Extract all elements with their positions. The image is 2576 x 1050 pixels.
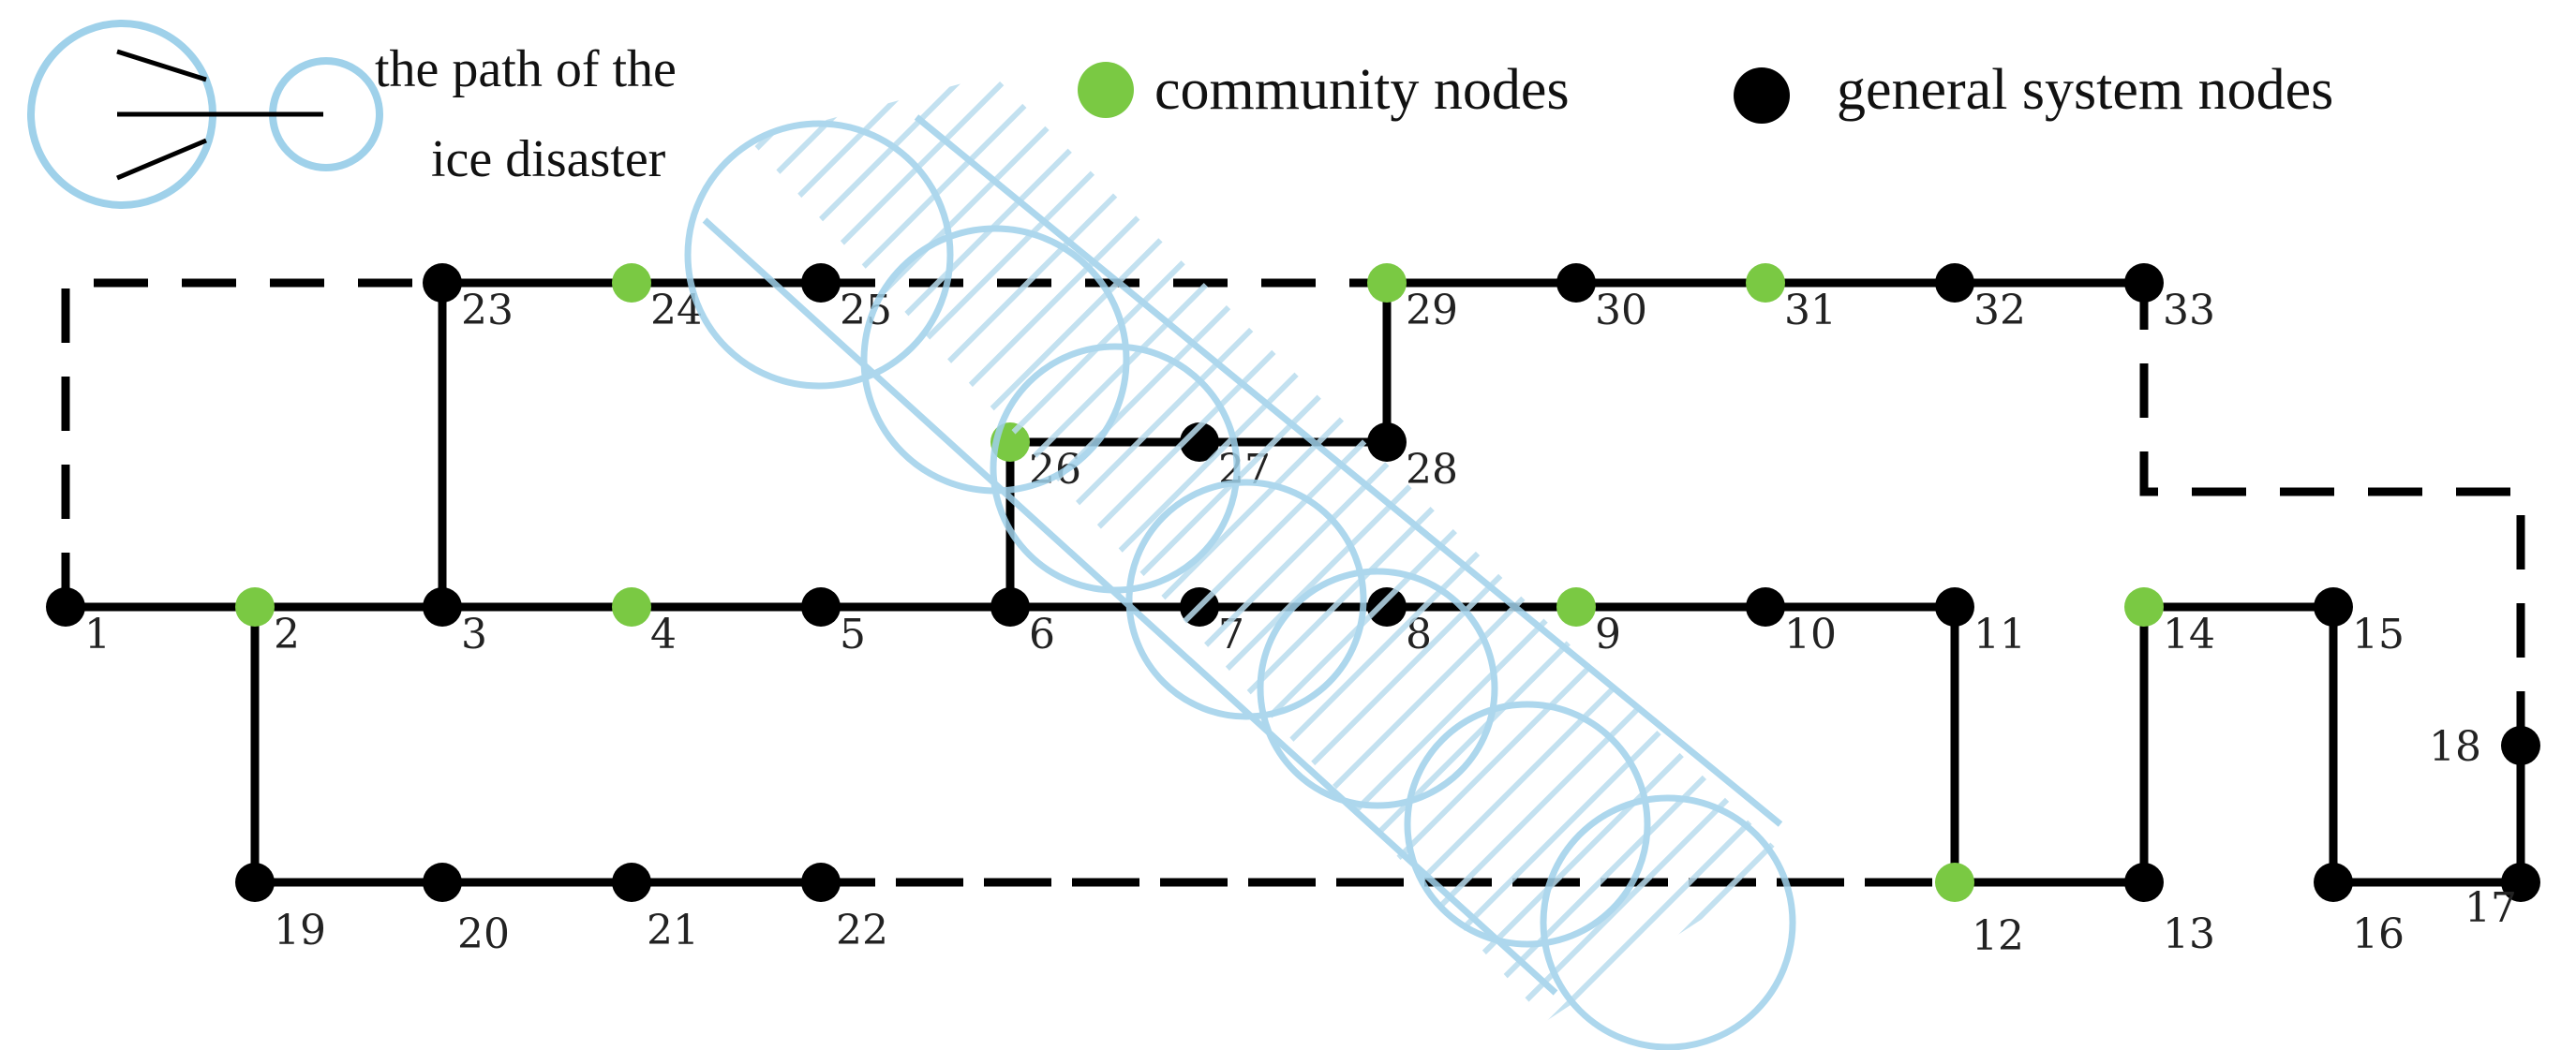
node-2 — [235, 587, 275, 627]
ice-path-legend-line1: the path of the — [375, 40, 677, 98]
general-node-legend-marker — [1734, 67, 1790, 124]
ice-circle — [1540, 794, 1796, 1050]
node-label-18: 18 — [2429, 723, 2481, 771]
node-14 — [2124, 587, 2164, 627]
ice-path-edge-upper — [914, 114, 1783, 827]
node-33 — [2124, 263, 2164, 303]
node-21 — [612, 863, 651, 902]
node-9 — [1556, 587, 1596, 627]
node-label-5: 5 — [840, 611, 866, 658]
community-nodes-legend-label: community nodes — [1154, 58, 1570, 122]
ice-disaster-path — [684, 75, 1796, 1050]
node-25 — [801, 263, 841, 303]
node-11 — [1935, 587, 1974, 627]
node-label-33: 33 — [2163, 287, 2215, 334]
ice-circle — [1404, 701, 1651, 948]
node-23 — [423, 263, 462, 303]
node-label-19: 19 — [274, 907, 326, 954]
ice-circle — [1125, 479, 1367, 720]
node-label-13: 13 — [2163, 910, 2215, 958]
node-label-23: 23 — [461, 287, 514, 334]
node-label-28: 28 — [1406, 446, 1458, 494]
node-1 — [46, 587, 85, 627]
ice-circle — [1257, 568, 1498, 809]
node-label-29: 29 — [1406, 287, 1458, 334]
node-label-3: 3 — [461, 611, 487, 658]
network-nodes: 1234567891011121314151617181920212223242… — [46, 263, 2540, 960]
node-label-1: 1 — [84, 611, 111, 658]
node-10 — [1746, 587, 1785, 627]
node-29 — [1367, 263, 1407, 303]
node-5 — [801, 587, 841, 627]
node-label-12: 12 — [1972, 912, 2024, 960]
node-3 — [423, 587, 462, 627]
ice-path-legend-line2: ice disaster — [431, 130, 666, 188]
node-label-10: 10 — [1784, 611, 1837, 658]
node-31 — [1746, 263, 1785, 303]
node-17 — [2501, 863, 2540, 902]
node-label-11: 11 — [1973, 611, 2026, 658]
node-label-15: 15 — [2352, 611, 2405, 658]
node-13 — [2124, 863, 2164, 902]
node-28 — [1367, 422, 1407, 462]
node-label-22: 22 — [836, 907, 888, 954]
node-12 — [1935, 863, 1974, 902]
node-label-17: 17 — [2464, 884, 2517, 932]
node-label-20: 20 — [457, 910, 510, 958]
ice-path-legend-icon — [27, 20, 383, 209]
node-30 — [1556, 263, 1596, 303]
node-label-21: 21 — [647, 907, 699, 954]
node-label-14: 14 — [2163, 611, 2215, 658]
general-nodes-legend-label: general system nodes — [1837, 58, 2333, 122]
node-4 — [612, 587, 651, 627]
community-node-legend-marker — [1078, 62, 1134, 118]
node-32 — [1935, 263, 1974, 303]
node-label-30: 30 — [1595, 287, 1647, 334]
ice-path-band — [750, 75, 1790, 1021]
node-15 — [2314, 587, 2353, 627]
node-label-4: 4 — [650, 611, 677, 658]
ice-path-edge-lower — [702, 217, 1558, 996]
node-label-6: 6 — [1029, 611, 1055, 658]
node-19 — [235, 863, 275, 902]
node-label-9: 9 — [1595, 611, 1621, 658]
node-label-32: 32 — [1973, 287, 2026, 334]
node-24 — [612, 263, 651, 303]
ice-circle — [684, 120, 954, 390]
node-18 — [2501, 726, 2540, 765]
node-6 — [990, 587, 1030, 627]
node-label-16: 16 — [2352, 910, 2405, 958]
node-16 — [2314, 863, 2353, 902]
node-label-31: 31 — [1784, 287, 1837, 334]
tie-line-18-33 — [2139, 283, 2525, 746]
node-label-2: 2 — [274, 611, 300, 658]
node-20 — [423, 863, 462, 902]
node-22 — [801, 863, 841, 902]
